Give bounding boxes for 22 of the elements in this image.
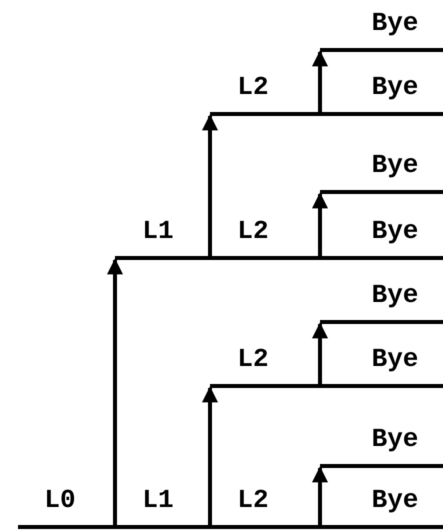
code-label: Bye [372, 150, 418, 180]
code-label: L2 [237, 485, 269, 515]
fork-arrow [202, 386, 218, 525]
code-label: L1 [142, 485, 174, 515]
fork-arrow [107, 258, 123, 525]
code-label: L0 [44, 485, 76, 515]
code-label: Bye [372, 485, 418, 515]
code-label: Bye [372, 424, 418, 454]
fork-arrow [312, 50, 328, 112]
code-label: Bye [372, 8, 418, 38]
fork-arrow [312, 192, 328, 256]
code-label: L1 [142, 216, 174, 246]
fork-arrow [202, 114, 218, 256]
code-label: Bye [372, 280, 418, 310]
fork-arrow [312, 322, 328, 384]
code-label: L2 [237, 344, 269, 374]
fork-arrow [312, 466, 328, 525]
code-label: L2 [237, 72, 269, 102]
code-label: Bye [372, 344, 418, 374]
code-label: Bye [372, 216, 418, 246]
code-label: L2 [237, 216, 269, 246]
code-label: Bye [372, 72, 418, 102]
